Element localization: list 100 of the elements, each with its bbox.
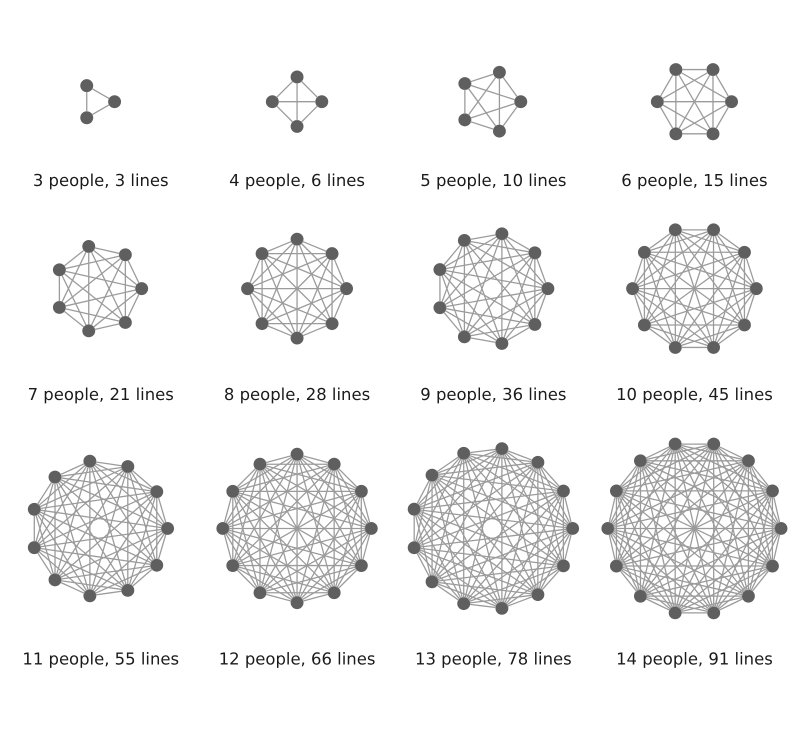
connector [414,514,432,576]
label: 8 people, 28 lines [224,384,370,404]
connector [611,532,672,608]
connector [60,476,151,491]
connector [680,72,727,99]
connector [538,496,563,588]
connector [224,534,232,560]
connector [334,470,335,586]
connector [60,494,153,576]
connector [464,89,466,114]
connector [443,312,462,332]
node-circle [83,454,96,468]
connector [541,466,560,486]
connector [750,465,779,523]
connector [507,596,532,606]
node-circle [706,62,720,76]
connector [60,478,162,526]
label: 5 people, 10 lines [420,170,567,190]
connector [610,533,638,591]
connector [660,74,674,96]
connector [678,234,742,320]
connector [752,570,770,592]
connector [750,533,779,590]
connector [276,80,294,98]
connector [622,564,766,566]
connector [438,565,558,582]
node-circle [707,222,720,236]
node-circle [766,559,779,572]
connector [682,68,707,70]
connector [300,458,368,524]
connector [744,258,746,318]
connector [718,446,743,458]
node-circle [742,454,755,467]
connector [64,272,121,319]
connector [501,239,503,337]
node-circle [118,248,132,261]
connector [434,453,500,576]
connector [503,258,534,338]
connector [40,509,162,528]
connector [360,496,362,559]
node-circle [531,455,544,468]
connector [37,482,52,504]
connector [746,294,755,319]
connector [644,464,746,592]
connector [265,530,366,590]
label: 11 people, 55 lines [22,648,180,668]
connector [714,449,748,590]
connector [638,289,739,324]
node-circle [706,126,720,140]
node-circle [528,246,542,259]
connector [266,464,356,490]
connector [468,256,532,332]
node-circle [328,457,341,470]
connector [646,235,674,319]
node-circle [669,126,682,140]
connector [645,464,768,562]
connector [436,478,534,590]
node-circle [668,606,682,619]
connector [506,451,559,488]
connector [620,570,638,592]
connector [564,496,572,522]
connector [37,552,52,575]
connector [718,598,743,610]
connector [749,466,772,560]
connector [251,242,294,284]
node-circle [150,558,164,572]
connector [302,593,328,602]
connector [38,464,86,506]
connector [266,566,356,592]
node-circle [556,484,570,498]
connector [646,462,776,526]
connector [362,534,370,560]
connector [681,230,739,250]
node-circle [433,262,446,276]
connector [302,568,356,600]
connector [772,496,774,560]
connector [470,594,532,603]
connector [642,466,712,608]
connector [236,467,330,562]
connector [438,462,532,475]
connector [90,259,124,326]
node-circle [48,470,62,484]
connector [446,288,542,307]
connector [420,492,558,546]
connector [540,533,570,590]
connector [540,466,570,523]
connector [436,584,460,600]
connector [444,236,497,267]
connector [436,494,559,578]
connector [608,534,616,560]
connector [681,346,708,348]
node-circle [328,586,341,599]
connector [438,581,532,594]
connector [94,531,164,592]
connector [620,446,671,488]
connector [40,468,123,507]
node-circle [650,94,664,108]
node-circle [161,522,174,534]
node-circle [150,484,164,498]
connector [415,480,432,542]
